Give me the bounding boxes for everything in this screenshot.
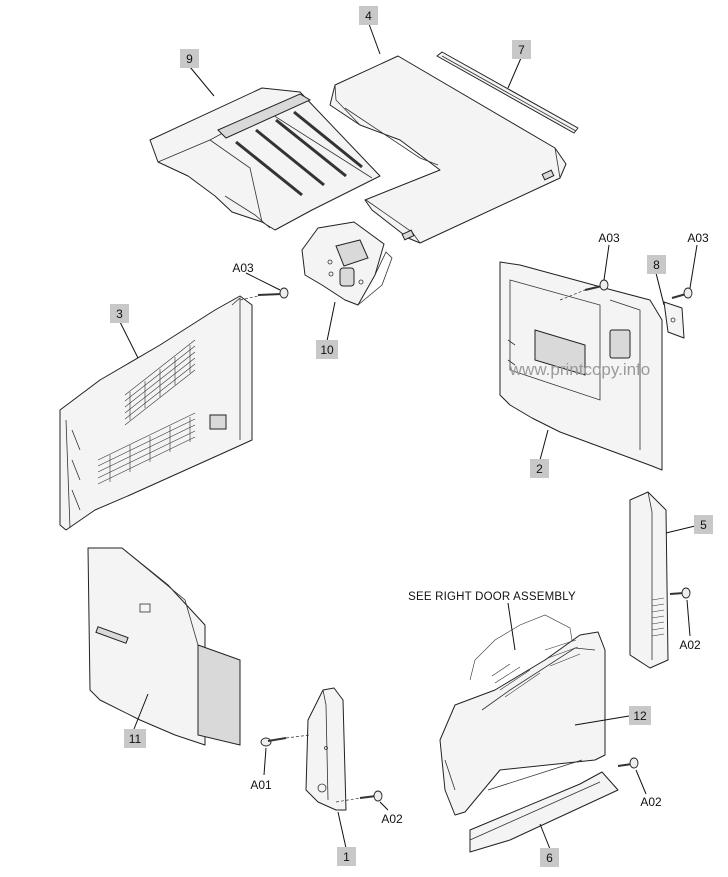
part-bracket bbox=[305, 687, 347, 811]
part-bottom-rail bbox=[469, 771, 619, 853]
callout-12: 12 bbox=[629, 706, 651, 725]
screw-a01 bbox=[260, 737, 287, 747]
part-top-cover bbox=[329, 55, 567, 244]
leader-lines bbox=[119, 23, 698, 850]
label-a02-bracket: A02 bbox=[381, 812, 403, 826]
callout-8: 8 bbox=[647, 255, 666, 274]
vent-grille-lower bbox=[97, 412, 196, 485]
callout-10: 10 bbox=[316, 340, 338, 359]
screw-a02-bracket bbox=[359, 790, 383, 802]
label-a03-left: A03 bbox=[232, 261, 254, 275]
svg-text:8: 8 bbox=[653, 258, 660, 272]
watermark: www.printcopy.info bbox=[509, 360, 650, 379]
callout-4: 4 bbox=[359, 6, 378, 25]
screw-a03-right bbox=[671, 287, 693, 299]
part-small-bracket bbox=[663, 301, 685, 339]
label-a02-side: A02 bbox=[679, 638, 701, 652]
svg-text:7: 7 bbox=[518, 43, 525, 57]
svg-text:1: 1 bbox=[343, 850, 350, 864]
callout-9: 9 bbox=[180, 49, 199, 68]
svg-text:11: 11 bbox=[129, 732, 142, 746]
vent-grille-upper bbox=[124, 339, 196, 426]
part-right-door bbox=[439, 614, 606, 816]
screw-a03-left bbox=[257, 287, 289, 299]
svg-text:10: 10 bbox=[320, 343, 334, 357]
callout-1: 1 bbox=[337, 847, 356, 866]
part-left-panel bbox=[59, 295, 253, 531]
label-a01: A01 bbox=[250, 778, 272, 792]
label-a03-right: A03 bbox=[687, 231, 709, 245]
part-front-door bbox=[87, 547, 241, 746]
label-a03-mid: A03 bbox=[598, 231, 620, 245]
part-rear-panel bbox=[499, 261, 663, 471]
callout-11: 11 bbox=[124, 729, 146, 748]
part-rail bbox=[436, 51, 579, 134]
svg-text:2: 2 bbox=[536, 462, 543, 476]
svg-text:12: 12 bbox=[633, 709, 647, 723]
svg-text:6: 6 bbox=[546, 851, 553, 865]
right-door-note: SEE RIGHT DOOR ASSEMBLY bbox=[408, 591, 576, 603]
part-side-strip bbox=[629, 491, 669, 669]
screw-a02-side bbox=[669, 587, 691, 599]
callout-2: 2 bbox=[530, 459, 549, 478]
part-output-tray bbox=[149, 87, 381, 231]
callout-3: 3 bbox=[110, 304, 129, 323]
svg-text:4: 4 bbox=[365, 9, 372, 23]
callout-6: 6 bbox=[540, 848, 559, 867]
svg-text:9: 9 bbox=[186, 52, 193, 66]
label-a02-bottom: A02 bbox=[640, 795, 662, 809]
svg-text:5: 5 bbox=[700, 518, 707, 532]
part-control-panel bbox=[301, 221, 393, 306]
callout-5: 5 bbox=[694, 515, 713, 534]
svg-text:3: 3 bbox=[116, 307, 123, 321]
callout-7: 7 bbox=[512, 40, 531, 59]
screw-a02-bottom bbox=[617, 757, 639, 769]
